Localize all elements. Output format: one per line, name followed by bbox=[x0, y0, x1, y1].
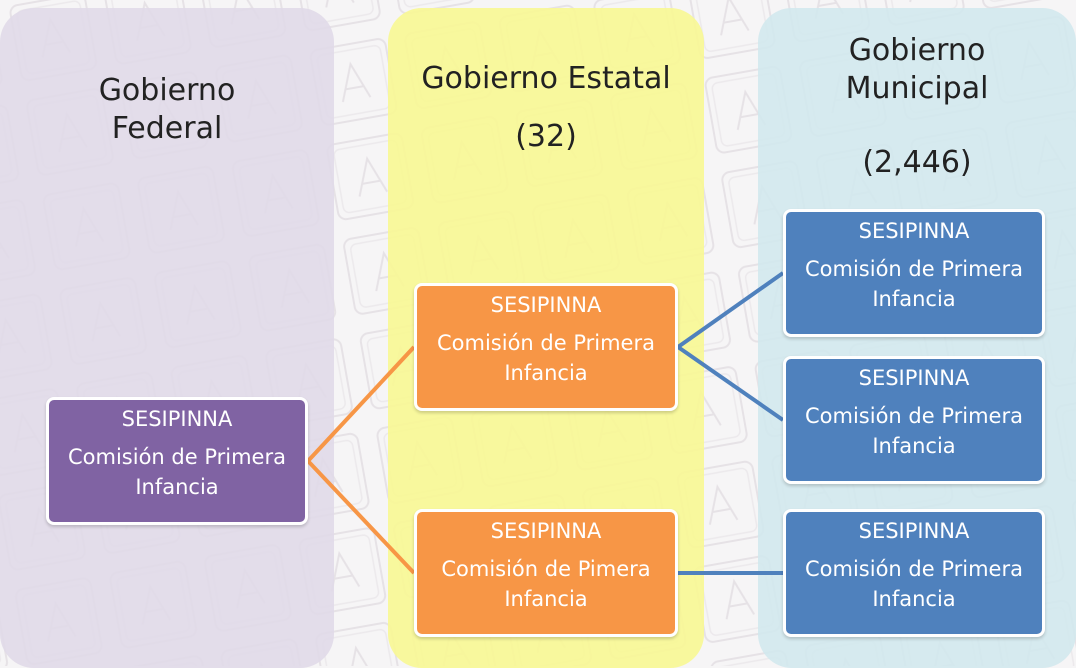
node-municipal-sesipinna-2: SESIPINNA Comisión de Primera Infancia bbox=[783, 356, 1045, 484]
connector-federal-estatal-1 bbox=[306, 345, 416, 463]
column-title-federal: Gobierno Federal bbox=[98, 73, 236, 146]
node-municipal-sesipinna-3: SESIPINNA Comisión de Primera Infancia bbox=[783, 509, 1045, 637]
node-estatal-1-subtitle: Comisión de Primera Infancia bbox=[437, 331, 655, 385]
column-title-municipal: Gobierno Municipal bbox=[845, 33, 989, 106]
column-count-estatal: (32) bbox=[515, 119, 577, 154]
column-gobierno-federal: Gobierno Federal bbox=[0, 8, 334, 668]
node-municipal-3-title: SESIPINNA bbox=[858, 519, 970, 543]
node-municipal-1-title: SESIPINNA bbox=[858, 219, 970, 243]
node-municipal-sesipinna-1: SESIPINNA Comisión de Primera Infancia bbox=[783, 209, 1045, 337]
node-municipal-3-subtitle: Comisión de Primera Infancia bbox=[805, 557, 1023, 611]
node-municipal-2-subtitle: Comisión de Primera Infancia bbox=[805, 404, 1023, 458]
node-estatal-2-subtitle: Comisión de Pimera Infancia bbox=[441, 557, 651, 611]
node-estatal-sesipinna-2: SESIPINNA Comisión de Pimera Infancia bbox=[414, 509, 678, 637]
node-federal-sesipinna: SESIPINNA Comisión de Primera Infancia bbox=[46, 397, 308, 525]
node-estatal-2-title: SESIPINNA bbox=[490, 519, 602, 543]
node-municipal-1-subtitle: Comisión de Primera Infancia bbox=[805, 257, 1023, 311]
connector-estatal-municipal-2 bbox=[676, 345, 785, 422]
column-count-municipal: (2,446) bbox=[862, 145, 972, 180]
connector-federal-estatal-2 bbox=[306, 459, 416, 575]
node-estatal-1-title: SESIPINNA bbox=[490, 293, 602, 317]
node-municipal-2-title: SESIPINNA bbox=[858, 366, 970, 390]
column-title-estatal: Gobierno Estatal bbox=[421, 61, 671, 96]
node-estatal-sesipinna-1: SESIPINNA Comisión de Primera Infancia bbox=[414, 283, 678, 411]
node-federal-subtitle: Comisión de Primera Infancia bbox=[68, 445, 286, 499]
connector-estatal-municipal-1 bbox=[676, 271, 785, 349]
node-federal-title: SESIPINNA bbox=[121, 407, 233, 431]
